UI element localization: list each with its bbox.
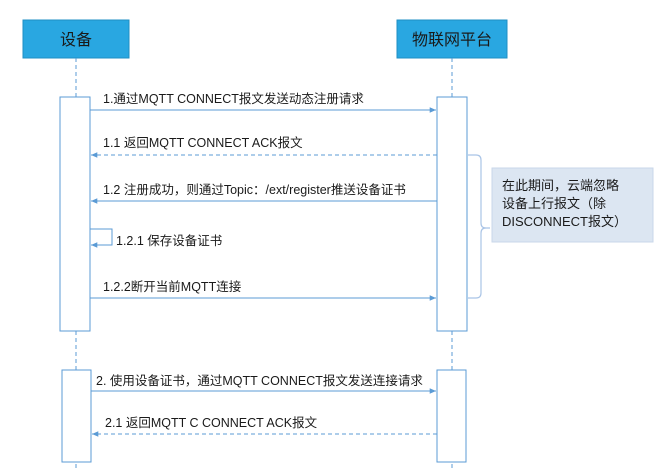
message-1-2-2-label: 1.2.2断开当前MQTT连接 [103, 279, 242, 294]
note-line-1: 在此期间，云端忽略 [502, 178, 619, 193]
message-2-1-label: 2.1 返回MQTT C CONNECT ACK报文 [105, 415, 318, 430]
message-2-label: 2. 使用设备证书，通过MQTT CONNECT报文发送连接请求 [96, 373, 423, 388]
message-1-1-label: 1.1 返回MQTT CONNECT ACK报文 [103, 135, 303, 150]
note-box: 在此期间，云端忽略 设备上行报文（除 DISCONNECT报文） [491, 167, 654, 243]
period-brace [468, 154, 490, 299]
message-1-2-label: 1.2 注册成功，则通过Topic：/ext/register推送设备证书 [103, 182, 406, 197]
note-line-2: 设备上行报文（除 [502, 196, 606, 211]
platform-activation-2 [436, 369, 467, 463]
device-activation-2 [61, 369, 92, 463]
note-line-3: DISCONNECT报文） [502, 214, 627, 229]
message-1-label: 1.通过MQTT CONNECT报文发送动态注册请求 [103, 91, 364, 106]
message-1-2-1-arrow [90, 228, 113, 248]
platform-activation-1 [436, 96, 468, 332]
actor-device: 设备 [22, 19, 130, 59]
message-1-2-1-label: 1.2.1 保存设备证书 [116, 233, 222, 248]
actor-device-label: 设备 [60, 31, 92, 49]
actor-platform-label: 物联网平台 [412, 31, 492, 49]
actor-platform: 物联网平台 [396, 19, 508, 59]
device-activation-1 [59, 96, 91, 332]
